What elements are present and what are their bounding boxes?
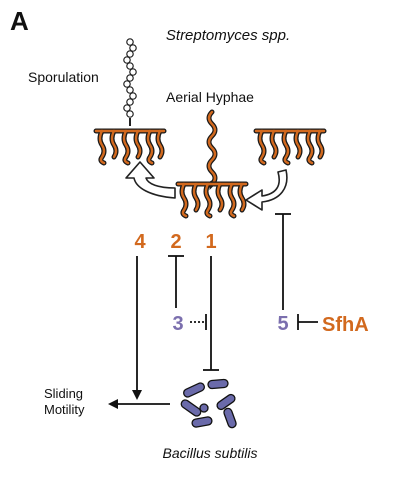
number-1: 1 [205, 231, 216, 253]
curved-arrow-left [125, 161, 176, 199]
colony-right [253, 128, 327, 166]
number-2: 2 [170, 231, 181, 253]
colony-left [93, 128, 167, 166]
aerial-hyphae-label: Aerial Hyphae [166, 89, 254, 105]
sporulation-label: Sporulation [28, 69, 99, 85]
spore-chain [123, 38, 137, 118]
sliding-label-line1: Sliding [44, 386, 83, 401]
number-4: 4 [134, 231, 146, 253]
panel-letter: A [10, 6, 29, 36]
bacillus-title: Bacillus subtilis [163, 445, 258, 461]
sfha-label: SfhA [322, 314, 369, 336]
sliding-label-line2: Motility [44, 402, 85, 417]
bacillus-cells [180, 378, 237, 429]
colony-center [175, 181, 249, 219]
number-5: 5 [277, 313, 288, 335]
curved-arrow-right [245, 169, 288, 211]
number-3: 3 [172, 313, 183, 335]
streptomyces-title: Streptomyces spp. [166, 27, 290, 44]
regulatory-links [108, 213, 318, 409]
